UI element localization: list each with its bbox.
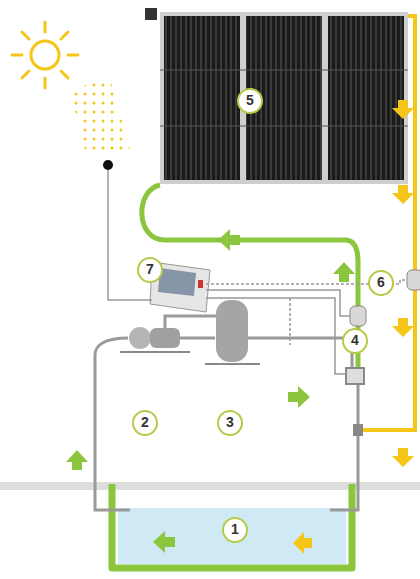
callout-number: 1 <box>222 517 248 543</box>
callout-number: 7 <box>137 257 163 283</box>
callout-number: 6 <box>368 270 394 296</box>
sun <box>12 22 78 88</box>
callout-number: 3 <box>217 410 243 436</box>
callout-number: 5 <box>237 88 263 114</box>
solar-collector <box>145 8 408 184</box>
filter-tank <box>216 300 248 362</box>
callout-number: 4 <box>342 328 368 354</box>
callout-number: 2 <box>132 410 158 436</box>
pump <box>120 327 190 352</box>
